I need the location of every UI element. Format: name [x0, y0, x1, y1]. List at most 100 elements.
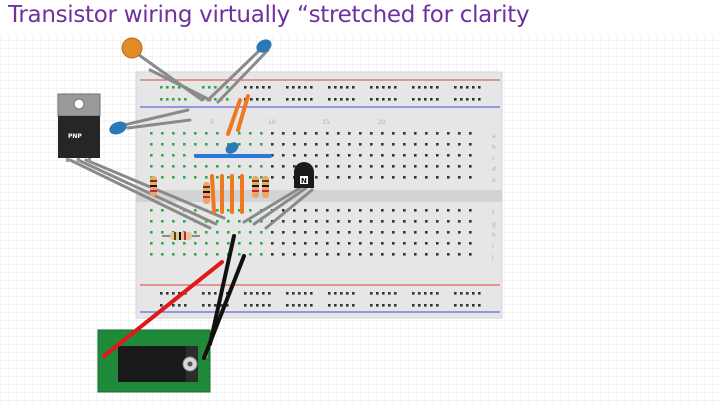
- breadboard-hole: [370, 86, 373, 89]
- breadboard-hole: [403, 220, 406, 223]
- breadboard-hole: [425, 253, 428, 256]
- breadboard-hole: [424, 98, 427, 101]
- breadboard-hole: [172, 292, 175, 295]
- slide-title: Transistor wiring virtually “stretched f…: [8, 2, 530, 28]
- breadboard-hole: [381, 209, 384, 212]
- capacitor-lead-wire-5: [118, 108, 190, 128]
- breadboard-hole: [376, 86, 379, 89]
- breadboard-hole: [326, 176, 329, 179]
- breadboard-hole: [271, 132, 274, 135]
- breadboard-hole: [469, 176, 472, 179]
- breadboard-hole: [271, 143, 274, 146]
- breadboard-hole: [376, 304, 379, 307]
- breadboard-hole: [178, 86, 181, 89]
- breadboard-hole: [315, 231, 318, 234]
- breadboard-hole: [340, 98, 343, 101]
- breadboard-hole: [478, 86, 481, 89]
- power-wires: [102, 234, 246, 360]
- breadboard-hole: [150, 209, 153, 212]
- breadboard-hole: [447, 165, 450, 168]
- breadboard-hole: [150, 242, 153, 245]
- breadboard-hole: [458, 242, 461, 245]
- breadboard-hole: [293, 242, 296, 245]
- breadboard-hole: [447, 231, 450, 234]
- breadboard-hole: [249, 242, 252, 245]
- breadboard-hole: [414, 165, 417, 168]
- breadboard-hole: [414, 231, 417, 234]
- breadboard-hole: [359, 231, 362, 234]
- breadboard-hole: [214, 304, 217, 307]
- breadboard-hole: [359, 209, 362, 212]
- breadboard-hole: [436, 242, 439, 245]
- breadboard-hole: [436, 231, 439, 234]
- breadboard-hole: [326, 143, 329, 146]
- breadboard-hole: [359, 242, 362, 245]
- breadboard-hole: [227, 176, 230, 179]
- breadboard-hole: [326, 220, 329, 223]
- breadboard-hole: [436, 220, 439, 223]
- breadboard-hole: [370, 304, 373, 307]
- breadboard-hole: [205, 143, 208, 146]
- breadboard-hole: [392, 253, 395, 256]
- breadboard-hole: [205, 165, 208, 168]
- breadboard-hole: [388, 86, 391, 89]
- breadboard-hole: [216, 176, 219, 179]
- breadboard-hole: [161, 143, 164, 146]
- breadboard-hole: [469, 209, 472, 212]
- breadboard-hole: [454, 304, 457, 307]
- breadboard-hole: [194, 242, 197, 245]
- breadboard-hole: [412, 98, 415, 101]
- npn-lead-wire-3: [264, 188, 314, 230]
- breadboard-hole: [388, 292, 391, 295]
- breadboard-hole: [282, 242, 285, 245]
- orange-jumper-3: [210, 174, 216, 214]
- breadboard-hole: [392, 220, 395, 223]
- column-label-15: 15: [322, 119, 330, 126]
- breadboard-hole: [348, 176, 351, 179]
- breadboard-hole: [304, 98, 307, 101]
- breadboard-hole: [172, 176, 175, 179]
- breadboard-hole: [238, 132, 241, 135]
- breadboard-hole: [292, 304, 295, 307]
- breadboard-hole: [414, 154, 417, 157]
- breadboard-hole: [216, 209, 219, 212]
- breadboard-hole: [205, 176, 208, 179]
- breadboard-hole: [436, 176, 439, 179]
- breadboard: 5 10 15 20 a b c d e f g h i j: [135, 71, 503, 319]
- black-power-wire-1: [208, 234, 236, 346]
- breadboard-hole: [370, 132, 373, 135]
- breadboard-hole: [271, 242, 274, 245]
- breadboard-hole: [414, 132, 417, 135]
- breadboard-hole: [430, 86, 433, 89]
- breadboard-hole: [292, 86, 295, 89]
- resistor-3: [252, 176, 259, 198]
- breadboard-hole: [458, 132, 461, 135]
- blue-capacitor-center: [225, 142, 239, 154]
- breadboard-hole: [304, 231, 307, 234]
- breadboard-hole: [227, 165, 230, 168]
- svg-text:a: a: [492, 133, 496, 140]
- npn-label: N: [301, 177, 307, 185]
- breadboard-hole: [286, 292, 289, 295]
- breadboard-hole: [436, 253, 439, 256]
- breadboard-hole: [458, 165, 461, 168]
- breadboard-hole: [304, 304, 307, 307]
- breadboard-hole: [458, 231, 461, 234]
- capacitors: [109, 37, 272, 154]
- svg-text:g: g: [492, 221, 496, 228]
- breadboard-hole: [161, 231, 164, 234]
- breadboard-hole: [454, 98, 457, 101]
- breadboard-hole: [348, 253, 351, 256]
- breadboard-hole: [256, 86, 259, 89]
- breadboard-hole: [370, 220, 373, 223]
- breadboard-hole: [172, 242, 175, 245]
- breadboard-hole: [271, 165, 274, 168]
- breadboard-hole: [238, 253, 241, 256]
- breadboard-hole: [286, 304, 289, 307]
- breadboard-hole: [436, 132, 439, 135]
- breadboard-hole: [346, 304, 349, 307]
- breadboard-hole: [238, 143, 241, 146]
- breadboard-hole: [238, 220, 241, 223]
- breadboard-hole: [282, 143, 285, 146]
